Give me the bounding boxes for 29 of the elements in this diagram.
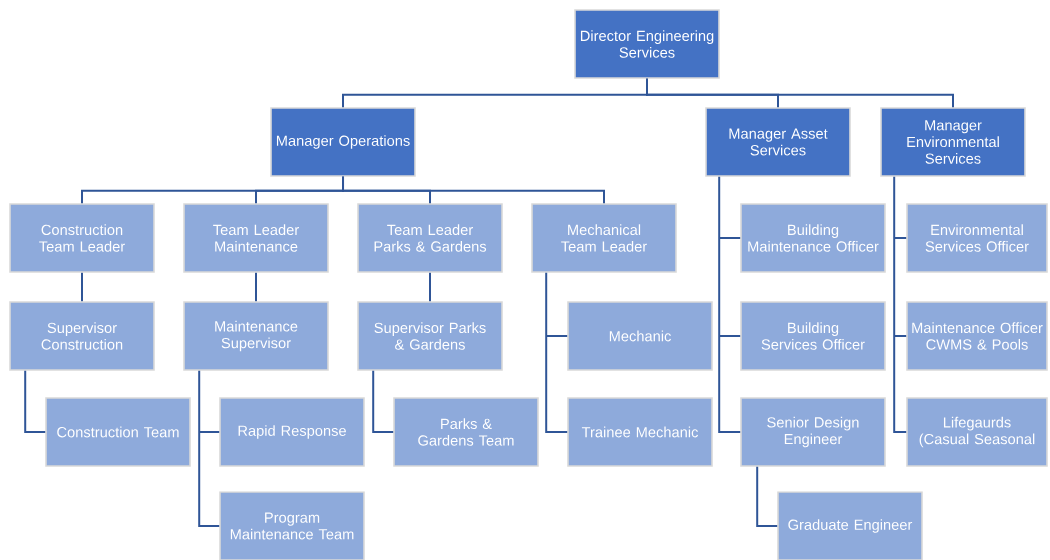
role-box: Supervisor Construction — [9, 301, 155, 371]
connector-line — [646, 77, 954, 109]
role-box: Building Maintenance Officer — [740, 203, 886, 273]
role-box: Parks & Gardens Team — [393, 397, 539, 467]
role-box: Supervisor Parks & Gardens — [357, 301, 503, 371]
role-box: Team Leader Maintenance — [183, 203, 329, 273]
role-box: Construction Team Leader — [9, 203, 155, 273]
manager-box: Director Engineering Services — [574, 9, 720, 79]
connector-line — [81, 271, 83, 303]
role-box: Maintenance Supervisor — [183, 301, 329, 371]
role-box: Mechanical Team Leader — [531, 203, 677, 273]
role-box: Rapid Response — [219, 397, 365, 467]
role-box: Senior Design Engineer — [740, 397, 886, 467]
role-box: Environmental Services Officer — [906, 203, 1048, 273]
role-box: Program Maintenance Team — [219, 491, 365, 560]
manager-box: Manager Asset Services — [705, 107, 851, 177]
role-box: Building Services Officer — [740, 301, 886, 371]
role-box: Construction Team — [45, 397, 191, 467]
manager-box: Manager Environmental Services — [880, 107, 1026, 177]
role-box: Graduate Engineer — [777, 491, 923, 560]
role-box: Mechanic — [567, 301, 713, 371]
connector-line — [255, 271, 257, 303]
role-box: Maintenance Officer CWMS & Pools — [906, 301, 1048, 371]
connector-line — [342, 175, 605, 205]
manager-box: Manager Operations — [270, 107, 416, 177]
role-box: Trainee Mechanic — [567, 397, 713, 467]
role-box: Lifegaurds (Casual Seasonal — [906, 397, 1048, 467]
connector-line — [429, 271, 431, 303]
role-box: Team Leader Parks & Gardens — [357, 203, 503, 273]
